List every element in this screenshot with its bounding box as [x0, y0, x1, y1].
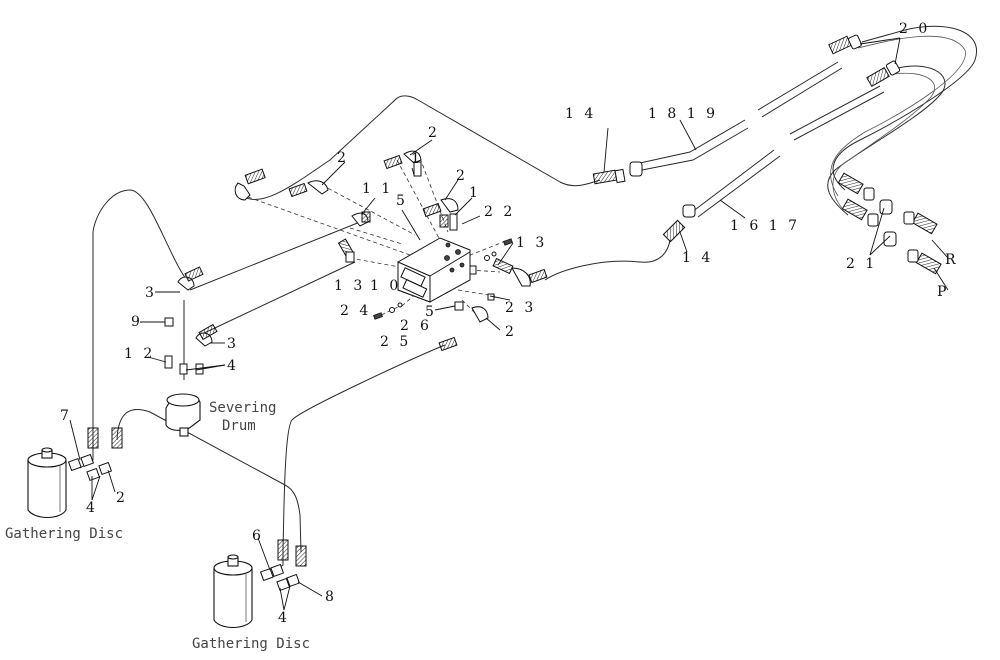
part-label: 2: [505, 324, 517, 340]
part-label: 1: [469, 185, 481, 201]
part-label: 1 1: [362, 181, 393, 197]
hose-1819: [639, 119, 746, 164]
part-label: 1 2: [124, 346, 155, 362]
part-label: 5: [425, 304, 437, 320]
part-label: 2 1: [846, 256, 877, 272]
part-label: 4: [86, 500, 98, 516]
part-label: 2 4: [340, 303, 371, 319]
gathering-disc-label: Gathering Disc: [192, 636, 310, 652]
hose-right-loop-1b: [830, 35, 966, 197]
hose-block-left-2: [199, 261, 356, 336]
part-numbers: 2 2 1 2 1 1 1 5 2 2 3 9 1 2 3 4 1 3 1 0 …: [60, 21, 959, 626]
part-label: 2: [116, 490, 128, 506]
part-label: 2 0: [899, 21, 930, 37]
leader-lines: [69, 37, 949, 611]
hose-right-loop-2: [827, 65, 946, 216]
part-label: 3: [145, 285, 157, 301]
part-label: 1 8 1 9: [648, 106, 718, 122]
part-label: 2: [400, 318, 412, 334]
part-label: 6: [420, 318, 432, 334]
part-label: 2 3: [505, 300, 536, 316]
severing-drum-label: Severing: [209, 400, 276, 416]
hose-right-mid: [544, 239, 671, 281]
hose-top-loop: [242, 95, 601, 201]
part-label: 2 2: [484, 204, 515, 220]
hose-block-left-1: [189, 221, 361, 291]
hose-upper-right-d: [793, 91, 885, 141]
hose-severing-to-bottom: [116, 408, 302, 553]
part-label: 1 3: [516, 235, 547, 251]
part-label: 1 3: [334, 278, 365, 294]
part-label: 2: [428, 125, 440, 141]
part-label: 1 4: [565, 106, 596, 122]
part-label: 2: [337, 150, 349, 166]
part-label: 8: [325, 589, 337, 605]
part-label: 7: [60, 408, 72, 424]
hose-1617: [691, 149, 775, 213]
hose-1819b: [641, 127, 749, 171]
severing-drum-label: Drum: [222, 418, 256, 434]
part-label: 4: [278, 610, 290, 626]
hose-right-loop-2b: [832, 72, 936, 209]
part-label: 2: [456, 168, 468, 184]
part-label: 3: [227, 336, 239, 352]
hose-1617b: [697, 155, 781, 218]
fittings: [67, 34, 942, 592]
gathering-disc-motor-left: [27, 447, 67, 519]
gathering-disc-motor-bottom: [213, 554, 253, 629]
valve-block: [397, 237, 471, 303]
gathering-disc-label: Gathering Disc: [5, 526, 123, 542]
hose-right-loop-1: [832, 25, 978, 191]
part-label: 5: [396, 193, 408, 209]
hose-lines: [79, 25, 978, 577]
part-label: 1 0: [370, 278, 401, 294]
part-label: R: [945, 252, 959, 268]
hose-center-down: [282, 344, 446, 549]
part-label: 4: [227, 358, 239, 374]
part-label: 1 4: [682, 250, 713, 266]
part-label: 6: [252, 528, 264, 544]
hose-upper-right-b: [761, 67, 843, 118]
hose-left-down: [92, 189, 191, 440]
part-label: 2 5: [380, 334, 411, 350]
part-label: P: [937, 284, 949, 300]
part-label: 9: [131, 314, 143, 330]
part-label: 1 6 1 7: [730, 218, 800, 234]
hose-upper-right-a: [757, 61, 839, 111]
part-label: 1: [411, 151, 423, 167]
hose-upper-right-c: [789, 85, 881, 135]
severing-drum-motor: [165, 393, 201, 437]
component-labels: Severing Drum Gathering Disc Gathering D…: [5, 400, 310, 652]
